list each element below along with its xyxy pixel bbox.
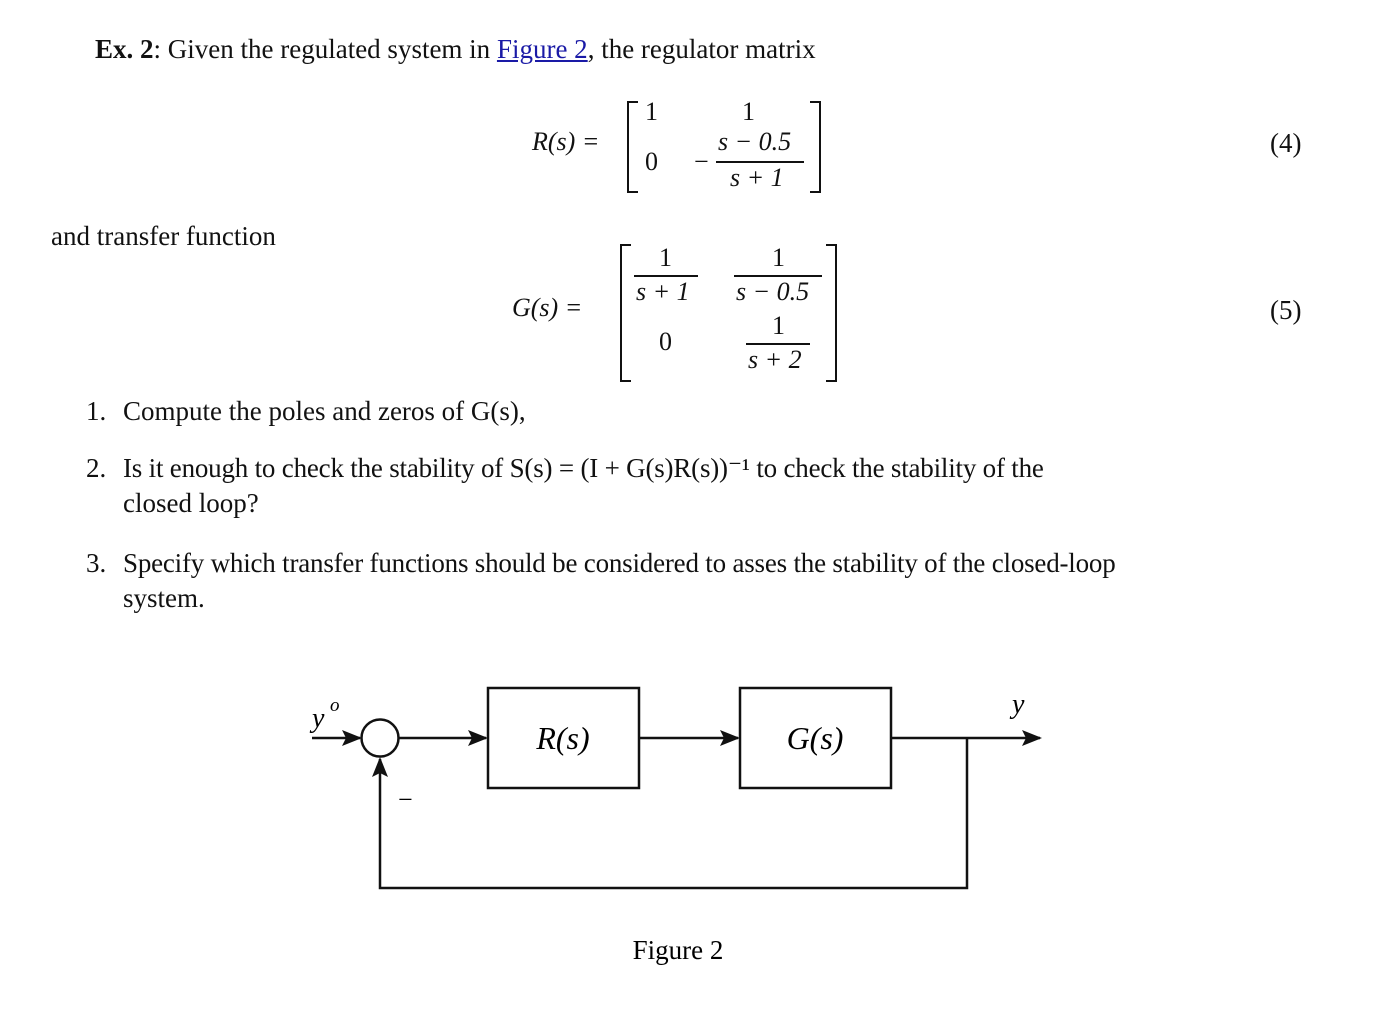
minus-sign: − bbox=[398, 785, 413, 814]
r22-fraction-bar bbox=[716, 161, 804, 163]
g12-numerator: 1 bbox=[772, 243, 785, 272]
g11-denominator: s + 1 bbox=[636, 277, 690, 306]
block-G-label: G(s) bbox=[787, 720, 844, 756]
figure-link[interactable]: Figure 2 bbox=[496, 34, 588, 64]
g22-denominator: s + 2 bbox=[748, 345, 802, 374]
eq-R-lhs: R(s) = bbox=[532, 127, 600, 156]
left-bracket bbox=[627, 101, 638, 193]
intro-text: : Given the regulated system in bbox=[153, 34, 497, 64]
intro-text-end: , the regulator matrix bbox=[587, 34, 816, 64]
input-label: y bbox=[309, 703, 325, 734]
equation-number-5: (5) bbox=[1270, 295, 1302, 325]
right-bracket bbox=[826, 244, 837, 382]
g21: 0 bbox=[659, 327, 672, 356]
output-label: y bbox=[1009, 689, 1025, 720]
r11: 1 bbox=[645, 97, 658, 126]
r22-numerator: s − 0.5 bbox=[718, 127, 792, 156]
block-R bbox=[486, 686, 641, 790]
question-1: 1. Compute the poles and zeros of G(s), bbox=[86, 394, 1311, 429]
question-text: Is it enough to check the stability of S… bbox=[123, 453, 1044, 483]
eq-G-lhs: G(s) = bbox=[512, 293, 583, 322]
feedback-path bbox=[372, 738, 969, 890]
block-R-label: R(s) bbox=[535, 720, 589, 756]
question-number: 1. bbox=[86, 396, 107, 426]
summing-junction bbox=[360, 718, 400, 758]
g22-fraction-bar bbox=[746, 343, 810, 345]
exercise-label: Ex. 2 bbox=[95, 34, 154, 64]
question-3: 3. Specify which transfer functions shou… bbox=[86, 546, 1311, 618]
question-text: Compute the poles and zeros of G(s), bbox=[123, 396, 526, 426]
question-text: Specify which transfer functions should … bbox=[123, 548, 1116, 578]
question-text-cont: system. bbox=[123, 583, 205, 613]
question-number: 3. bbox=[86, 548, 107, 578]
g12-fraction-bar bbox=[734, 275, 822, 277]
g12-denominator: s − 0.5 bbox=[736, 277, 810, 306]
g11-numerator: 1 bbox=[659, 243, 672, 272]
equation-number-4: (4) bbox=[1270, 128, 1302, 158]
left-bracket bbox=[620, 244, 631, 382]
input-superscript: o bbox=[330, 695, 340, 716]
figure-caption: Figure 2 bbox=[633, 935, 724, 965]
block-G bbox=[738, 686, 893, 790]
r12: 1 bbox=[742, 97, 755, 126]
exercise-intro: Ex. 2: Given the regulated system in Fig… bbox=[95, 34, 816, 65]
question-text-cont: closed loop? bbox=[123, 488, 259, 518]
r22-sign: − bbox=[694, 147, 709, 176]
g11-fraction-bar bbox=[634, 275, 698, 277]
and-transfer-function: and transfer function bbox=[51, 221, 276, 251]
question-2: 2. Is it enough to check the stability o… bbox=[86, 451, 1311, 523]
r22-denominator: s + 1 bbox=[730, 163, 784, 192]
g22-numerator: 1 bbox=[772, 311, 785, 340]
question-number: 2. bbox=[86, 453, 107, 483]
r21: 0 bbox=[645, 147, 658, 176]
right-bracket bbox=[810, 101, 821, 193]
